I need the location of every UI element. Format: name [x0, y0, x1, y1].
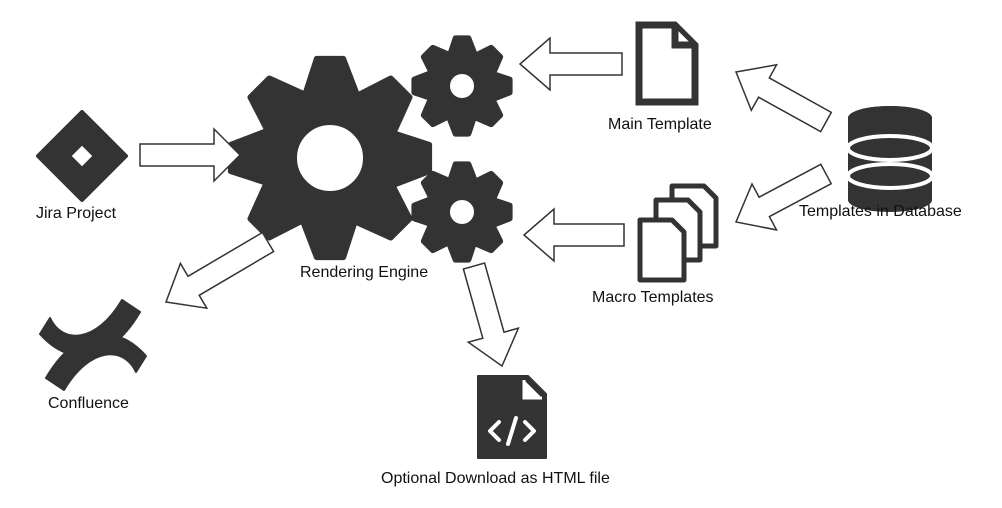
confluence-label: Confluence [48, 395, 129, 412]
html-download-label: Optional Download as HTML file [381, 470, 610, 487]
main-template-label: Main Template [608, 116, 712, 133]
confluence-icon [39, 299, 147, 391]
arrow-jira-to-engine [139, 127, 242, 183]
arrow-database-to-main-template [734, 63, 833, 133]
rendering-engine-label: Rendering Engine [300, 264, 429, 281]
jira-icon [36, 110, 128, 202]
jira-project-label: Jira Project [36, 205, 117, 222]
multiple-documents-icon [637, 183, 719, 283]
diagram-icons [36, 21, 934, 459]
templates-database-label: Templates in Database [799, 203, 962, 220]
code-file-icon [477, 375, 547, 459]
macro-templates-label: Macro Templates [592, 289, 714, 306]
arrow-macro-templates-to-gear [522, 207, 625, 263]
gear-icon [227, 55, 433, 261]
arrow-engine-to-download [462, 262, 520, 368]
arrow-database-to-macro-templates [734, 163, 833, 231]
gear-icon [411, 161, 513, 263]
arrow-engine-to-confluence [164, 231, 275, 310]
diagram-arrows [139, 36, 833, 368]
document-icon [635, 21, 699, 106]
database-icon [846, 106, 934, 212]
arrow-main-template-to-gear [518, 36, 623, 92]
gear-icon [411, 35, 513, 137]
